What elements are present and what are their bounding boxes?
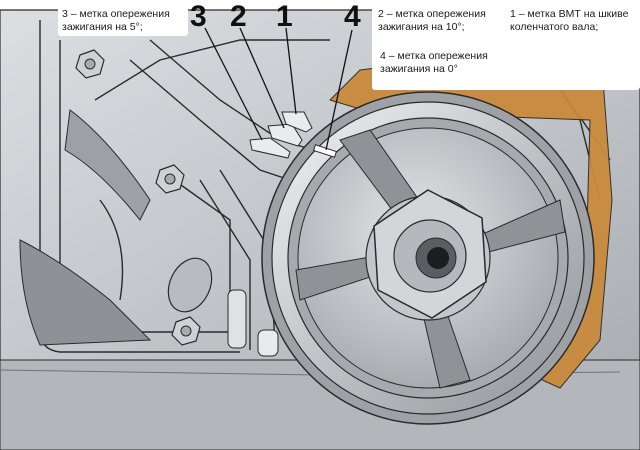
bolt-top-left [75, 49, 105, 79]
caption-mark-1: 1 – метка ВМТ на шкиве коленчатого вала; [510, 8, 628, 34]
caption-mark-2-line1: 2 – метка опережения [378, 8, 486, 20]
caption-mark-4: 4 – метка опережения зажигания на 0° [380, 50, 488, 76]
caption-box-right [372, 0, 640, 90]
caption-mark-3: 3 – метка опережения зажигания на 5°; [62, 8, 170, 34]
caption-mark-4-line2: зажигания на 0° [380, 63, 458, 75]
timing-mark-3 [249, 137, 291, 159]
timing-mark-1 [281, 111, 313, 133]
callout-number-3: 3 [190, 0, 207, 33]
callout-number-2: 2 [230, 0, 247, 33]
caption-mark-2: 2 – метка опережения зажигания на 10°; [378, 8, 486, 34]
caption-mark-4-line1: 4 – метка опережения [380, 50, 488, 62]
caption-box-left [58, 2, 188, 36]
leader-lines [204, 27, 353, 151]
caption-mark-1-line1: 1 – метка ВМТ на шкиве [510, 8, 629, 20]
caption-mark-3-line1: 3 – метка опережения [62, 8, 170, 20]
callout-number-1: 1 [276, 0, 293, 33]
caption-mark-2-line2: зажигания на 10°; [378, 21, 465, 33]
bolt-lower-left [171, 316, 201, 346]
crankshaft-pulley [261, 91, 595, 425]
pins-left [227, 289, 279, 357]
callout-number-4: 4 [344, 0, 361, 33]
timing-marks [249, 111, 313, 159]
bolt-middle [155, 164, 185, 194]
caption-mark-3-line2: зажигания на 5°; [62, 21, 143, 33]
caption-mark-1-line2: коленчатого вала; [510, 21, 599, 33]
